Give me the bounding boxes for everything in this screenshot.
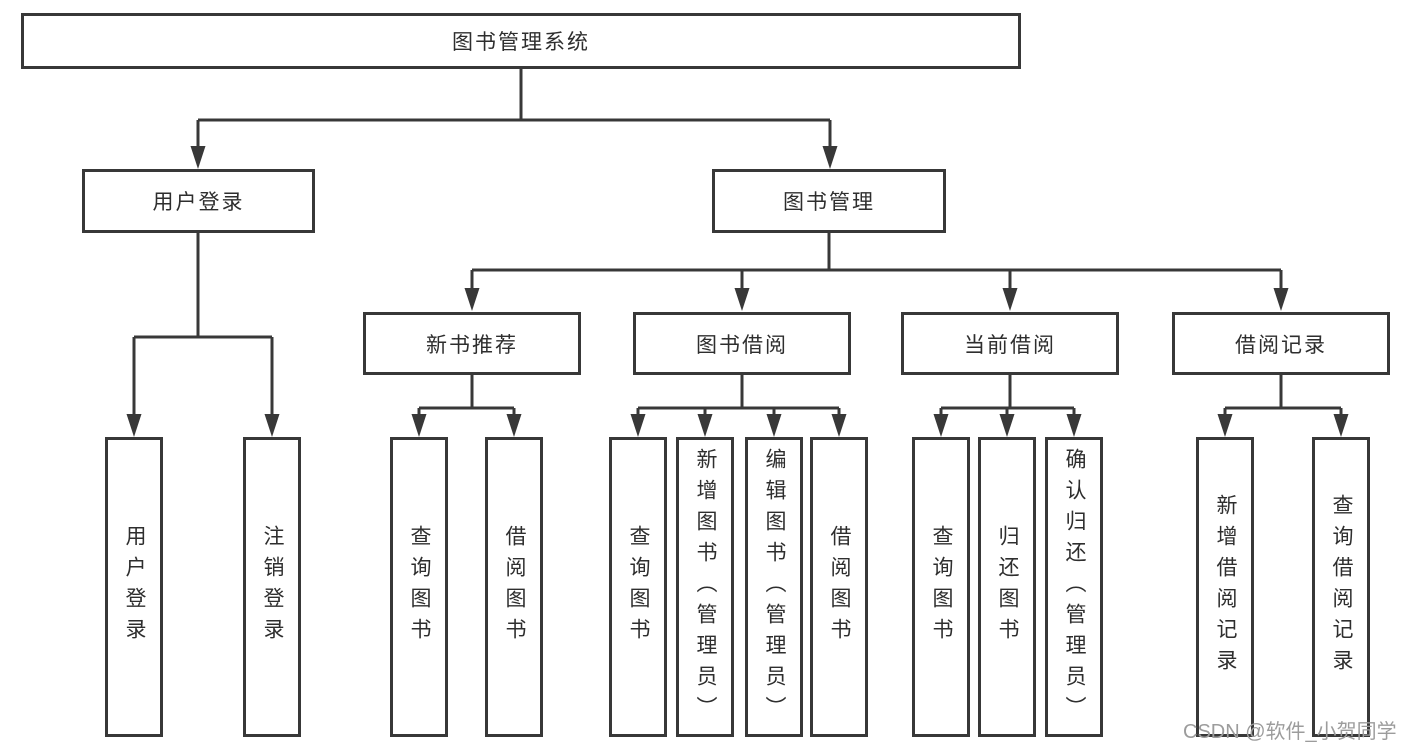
node-book-borrowing: 图书借阅 bbox=[633, 312, 851, 375]
leaf-query-books-current: 查询图书 bbox=[912, 437, 970, 737]
leaf-confirm-return-admin: 确认归还（管理员） bbox=[1045, 437, 1103, 737]
leaf-query-books-recommend: 查询图书 bbox=[390, 437, 448, 737]
connector-current-borrow-branch bbox=[939, 375, 1076, 416]
node-current-borrowing: 当前借阅 bbox=[901, 312, 1119, 375]
connector-book-management-branch bbox=[470, 233, 1283, 290]
leaf-borrow-books-recommend: 借阅图书 bbox=[485, 437, 543, 737]
connector-borrow-record-branch bbox=[1223, 375, 1343, 416]
leaf-add-books-admin: 新增图书（管理员） bbox=[676, 437, 734, 737]
node-root-library-system: 图书管理系统 bbox=[21, 13, 1021, 69]
node-user-login: 用户登录 bbox=[82, 169, 315, 233]
node-borrowing-records: 借阅记录 bbox=[1172, 312, 1390, 375]
connector-user-login-branch bbox=[132, 233, 274, 416]
leaf-user-login: 用户登录 bbox=[105, 437, 163, 737]
leaf-query-books-borrowing: 查询图书 bbox=[609, 437, 667, 737]
leaf-borrow-books-borrowing: 借阅图书 bbox=[810, 437, 868, 737]
csdn-watermark: CSDN @软件_小贺同学 bbox=[1183, 721, 1397, 743]
leaf-add-borrow-record: 新增借阅记录 bbox=[1196, 437, 1254, 737]
node-book-management: 图书管理 bbox=[712, 169, 946, 233]
leaf-return-books: 归还图书 bbox=[978, 437, 1036, 737]
node-new-book-recommend: 新书推荐 bbox=[363, 312, 581, 375]
connector-book-borrow-branch bbox=[636, 375, 841, 416]
leaf-edit-books-admin: 编辑图书（管理员） bbox=[745, 437, 803, 737]
leaf-query-borrow-record: 查询借阅记录 bbox=[1312, 437, 1370, 737]
connector-root-branch bbox=[196, 69, 832, 148]
leaf-logout-login: 注销登录 bbox=[243, 437, 301, 737]
connector-new-book-branch bbox=[417, 375, 516, 416]
